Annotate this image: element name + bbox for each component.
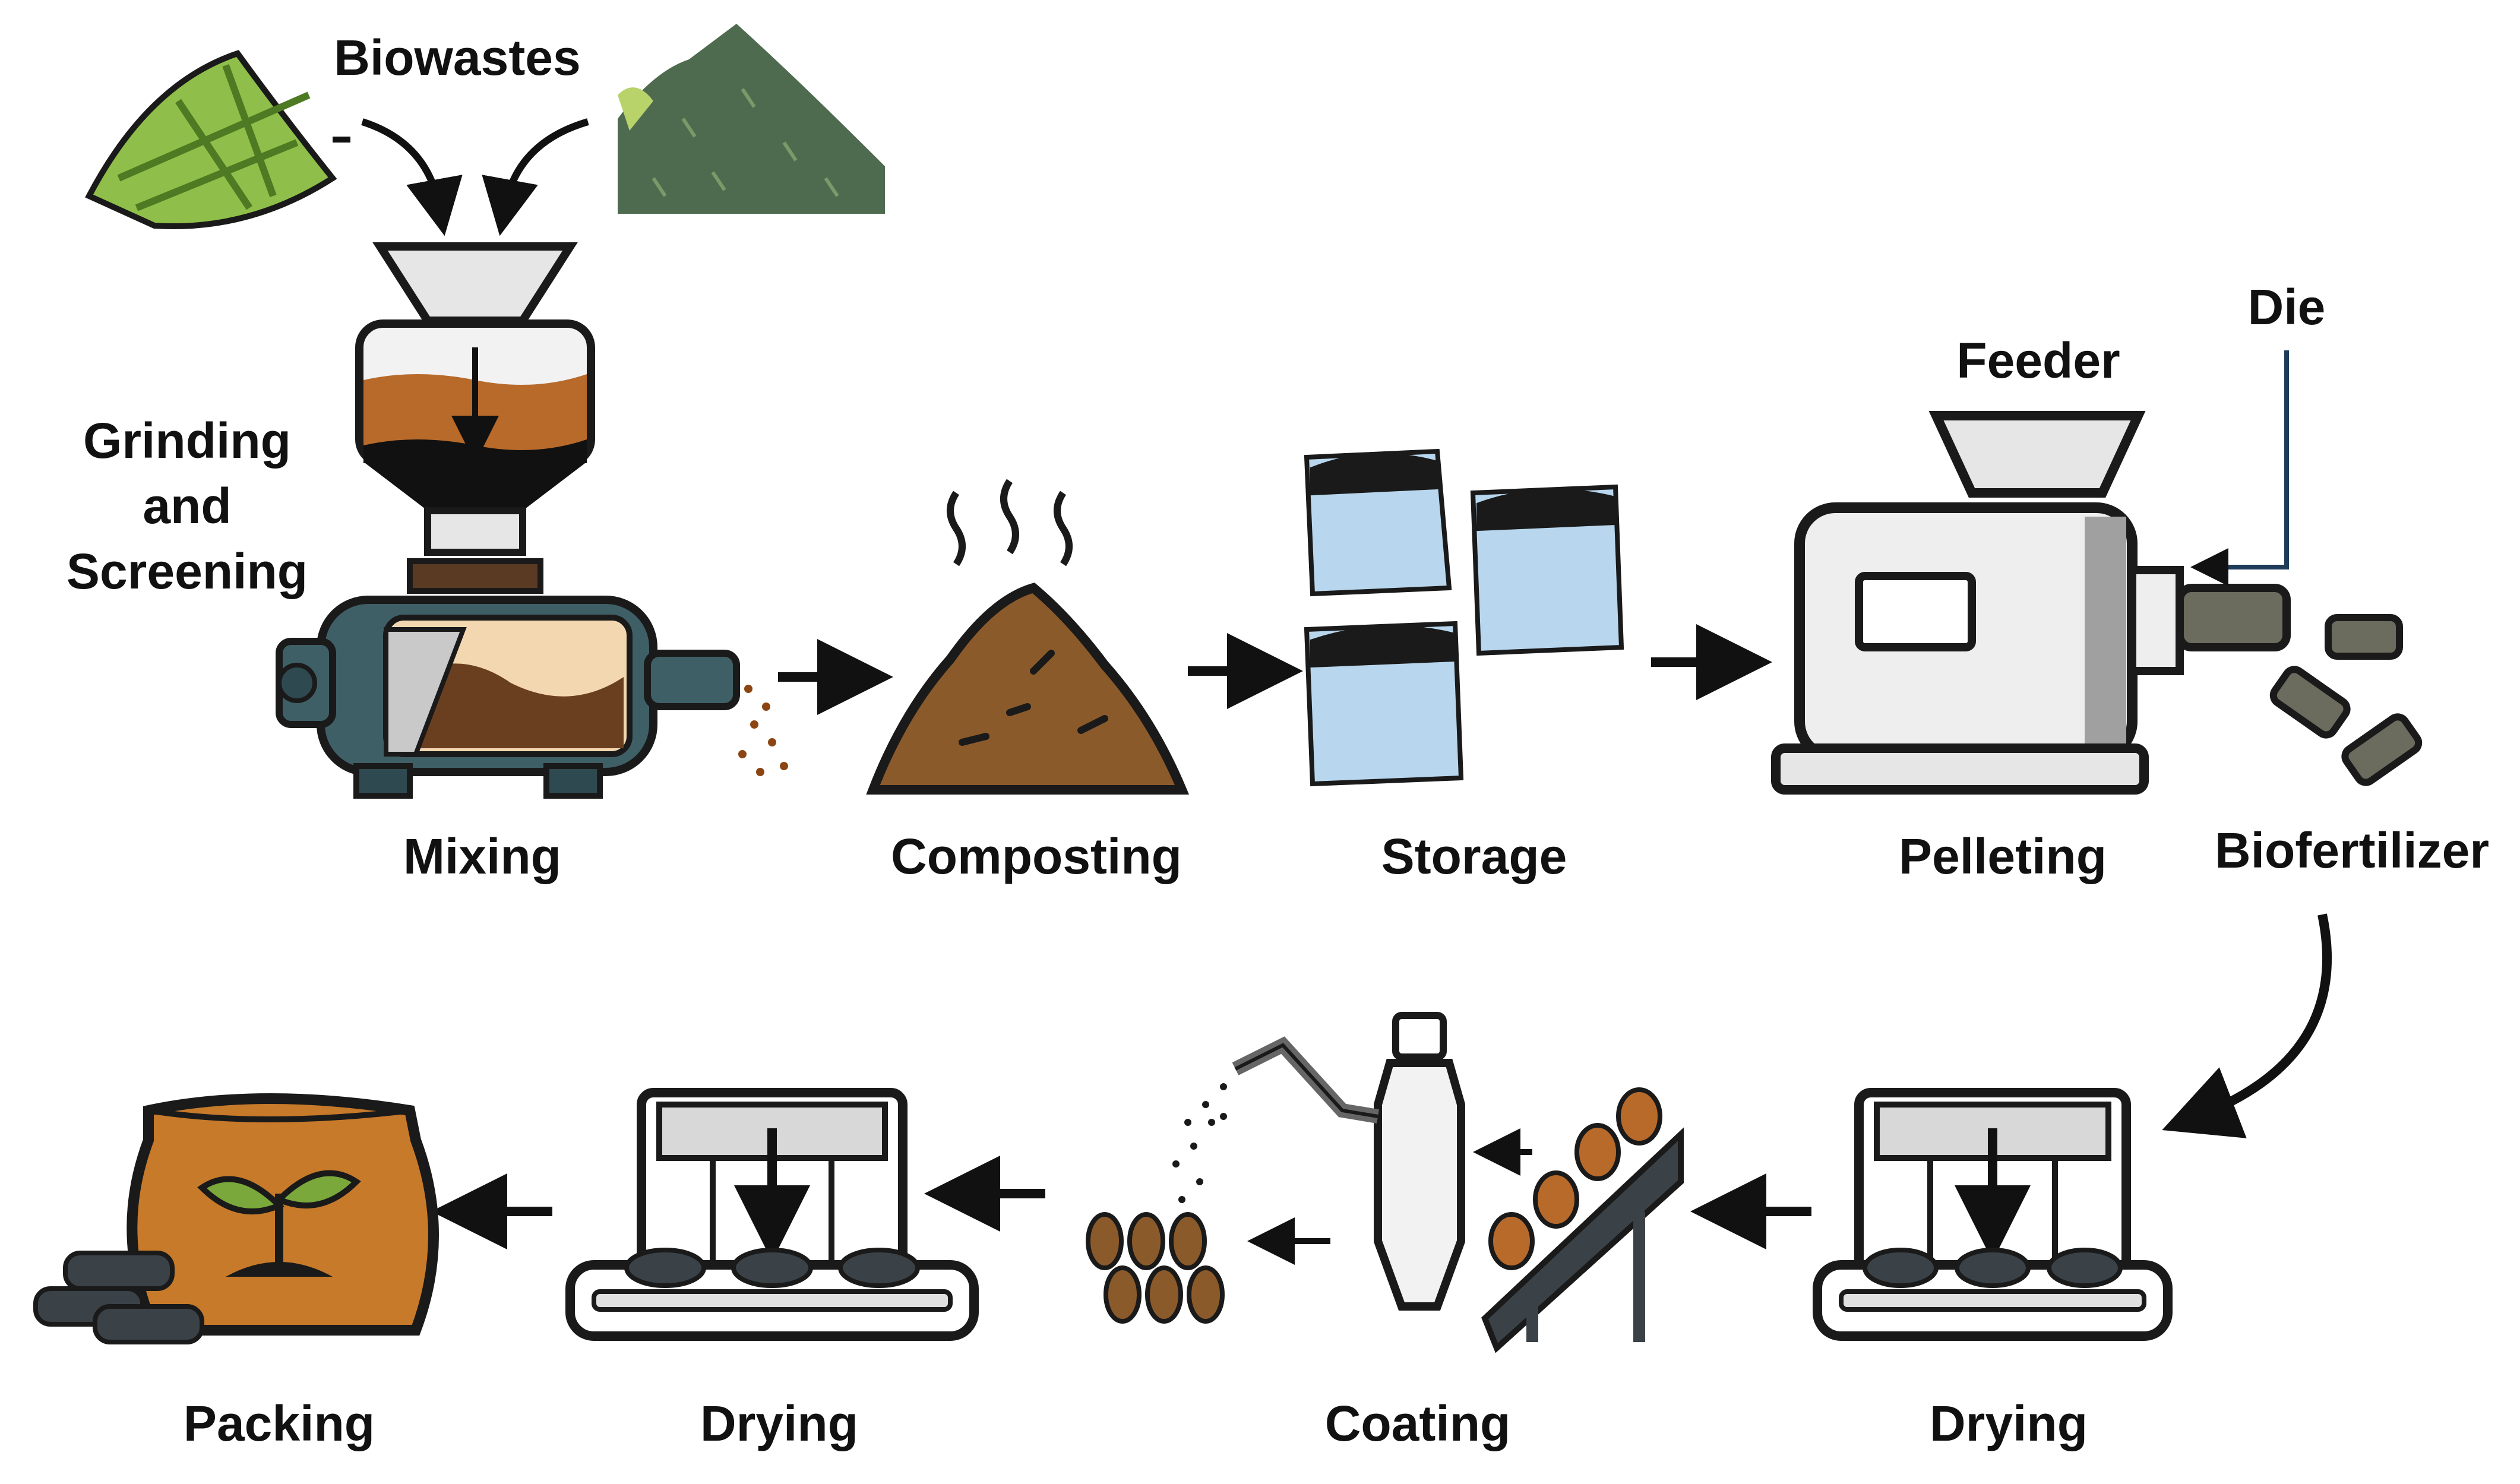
curved-arrow: [2162, 913, 2332, 1138]
bulk-bag-icon: [1304, 448, 1624, 787]
grinding-label-line2: and: [143, 478, 232, 534]
conveyor-icon: [1473, 1087, 1684, 1353]
compost-heap-icon: [866, 479, 1190, 795]
fertilizer-bag-icon: [33, 1093, 439, 1344]
pellets-icon: [2269, 614, 2423, 786]
storage-label: Storage: [1381, 828, 1567, 884]
drying-left-label: Drying: [700, 1396, 859, 1451]
mixer-drum-icon: [276, 558, 788, 799]
biofertilizer-label: Biofertilizer: [2214, 822, 2490, 878]
input-arrow-right: [482, 118, 589, 236]
grinding-label-line1: Grinding: [83, 413, 291, 469]
input-arrow-left: [361, 118, 463, 236]
biowastes-label: Biowastes: [334, 30, 581, 86]
feeder-label: Feeder: [1956, 333, 2120, 388]
coating-label: Coating: [1324, 1396, 1511, 1451]
grinding-label-line3: Screening: [66, 543, 308, 599]
pelleting-label: Pelleting: [1898, 828, 2107, 884]
packing-label: Packing: [183, 1396, 375, 1451]
green-pile-icon: [618, 24, 885, 214]
drying-right-label: Drying: [1929, 1396, 2088, 1451]
die-arrow: [2190, 350, 2289, 586]
dryer-icon: [565, 1088, 979, 1341]
coating-sprayer-icon: [1086, 1012, 1465, 1324]
die-label: Die: [2247, 279, 2326, 335]
dryer-icon: [1813, 1088, 2173, 1341]
mixing-label: Mixing: [403, 828, 561, 884]
leaves-icon: [85, 50, 337, 229]
pellet-mill-icon: [1771, 411, 2291, 795]
hopper-icon: [355, 242, 595, 556]
composting-label: Composting: [891, 828, 1182, 884]
